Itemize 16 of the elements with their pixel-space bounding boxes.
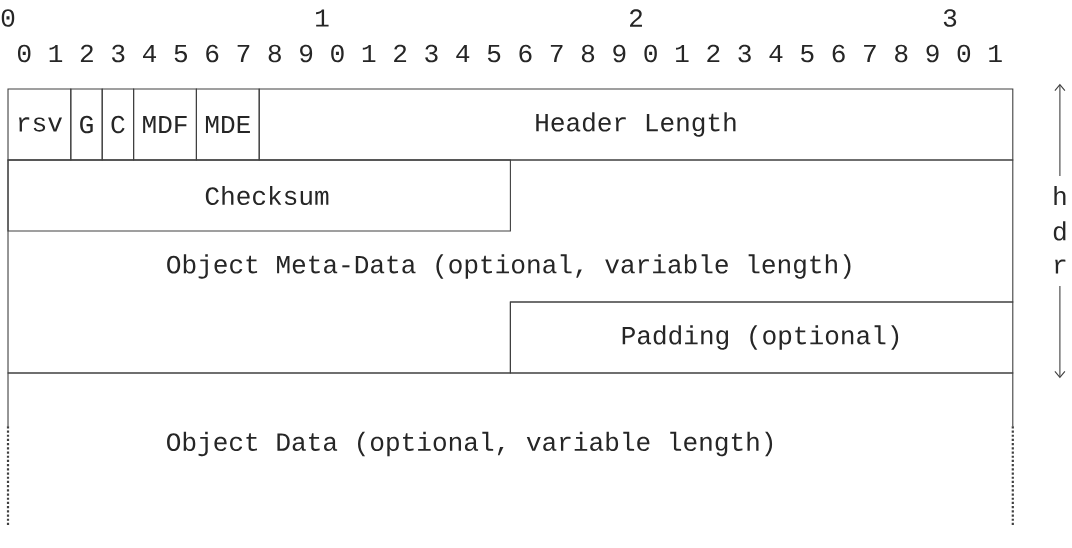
field-box: Padding (optional) [509, 301, 1014, 374]
bit-number: 3 [943, 9, 957, 27]
field-box: MDF [133, 88, 197, 161]
bit-number: 1 [316, 9, 329, 27]
bit-number: 0 [1, 9, 15, 27]
field-box: G [70, 88, 103, 161]
bit-number: 2 [630, 9, 642, 27]
field-box: C [101, 88, 135, 161]
dimension-label: r [1055, 259, 1066, 274]
dimension-label: d [1053, 221, 1066, 241]
field-box: Object Data (optional, variable length) [6, 372, 1014, 526]
dimension-label: h [1054, 186, 1066, 205]
field-box: MDE [195, 88, 260, 161]
field-box: Header Length [258, 88, 1014, 161]
field-box: rsv [7, 88, 72, 161]
bit-numbers: 0 1 2 3 4 5 6 7 8 9 0 1 2 3 4 5 6 7 8 9 0 1 2 3 4 5 6 7 8 9 0 1 [18, 44, 1002, 63]
